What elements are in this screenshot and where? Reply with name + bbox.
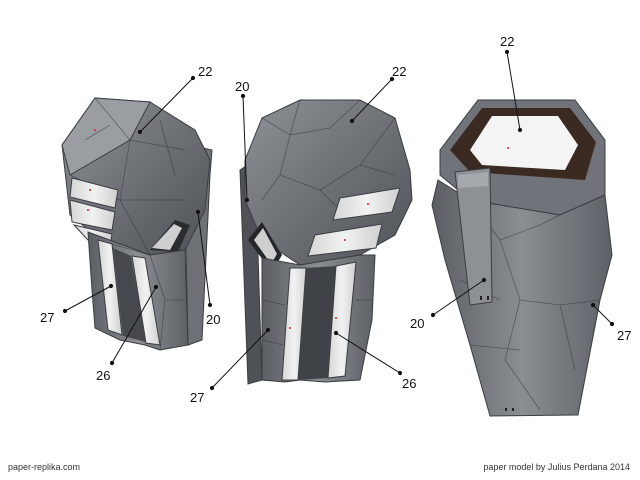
label-left-bottom-mid: 26 (96, 368, 110, 383)
label-left-top: 22 (198, 64, 212, 79)
footer-site-link: paper-replika.com (8, 462, 81, 472)
label-left-bottom-left: 27 (40, 310, 54, 325)
model-left-view (61, 97, 213, 351)
label-mid-left: 20 (235, 79, 249, 94)
footer-credit: paper model by Julius Perdana 2014 (483, 462, 630, 472)
label-mid-bottom-left: 27 (190, 390, 204, 405)
label-right-left: 20 (410, 316, 424, 331)
label-mid-top: 22 (392, 64, 406, 79)
model-right-view (431, 99, 613, 417)
model-middle-view (239, 99, 413, 385)
leader-lines (62, 49, 615, 391)
part-labels: 22 20 27 26 20 22 27 26 22 20 27 (40, 34, 631, 405)
label-left-side: 20 (206, 312, 220, 327)
label-right-right: 27 (617, 328, 631, 343)
label-mid-bottom-right: 26 (402, 376, 416, 391)
label-right-top: 22 (500, 34, 514, 49)
